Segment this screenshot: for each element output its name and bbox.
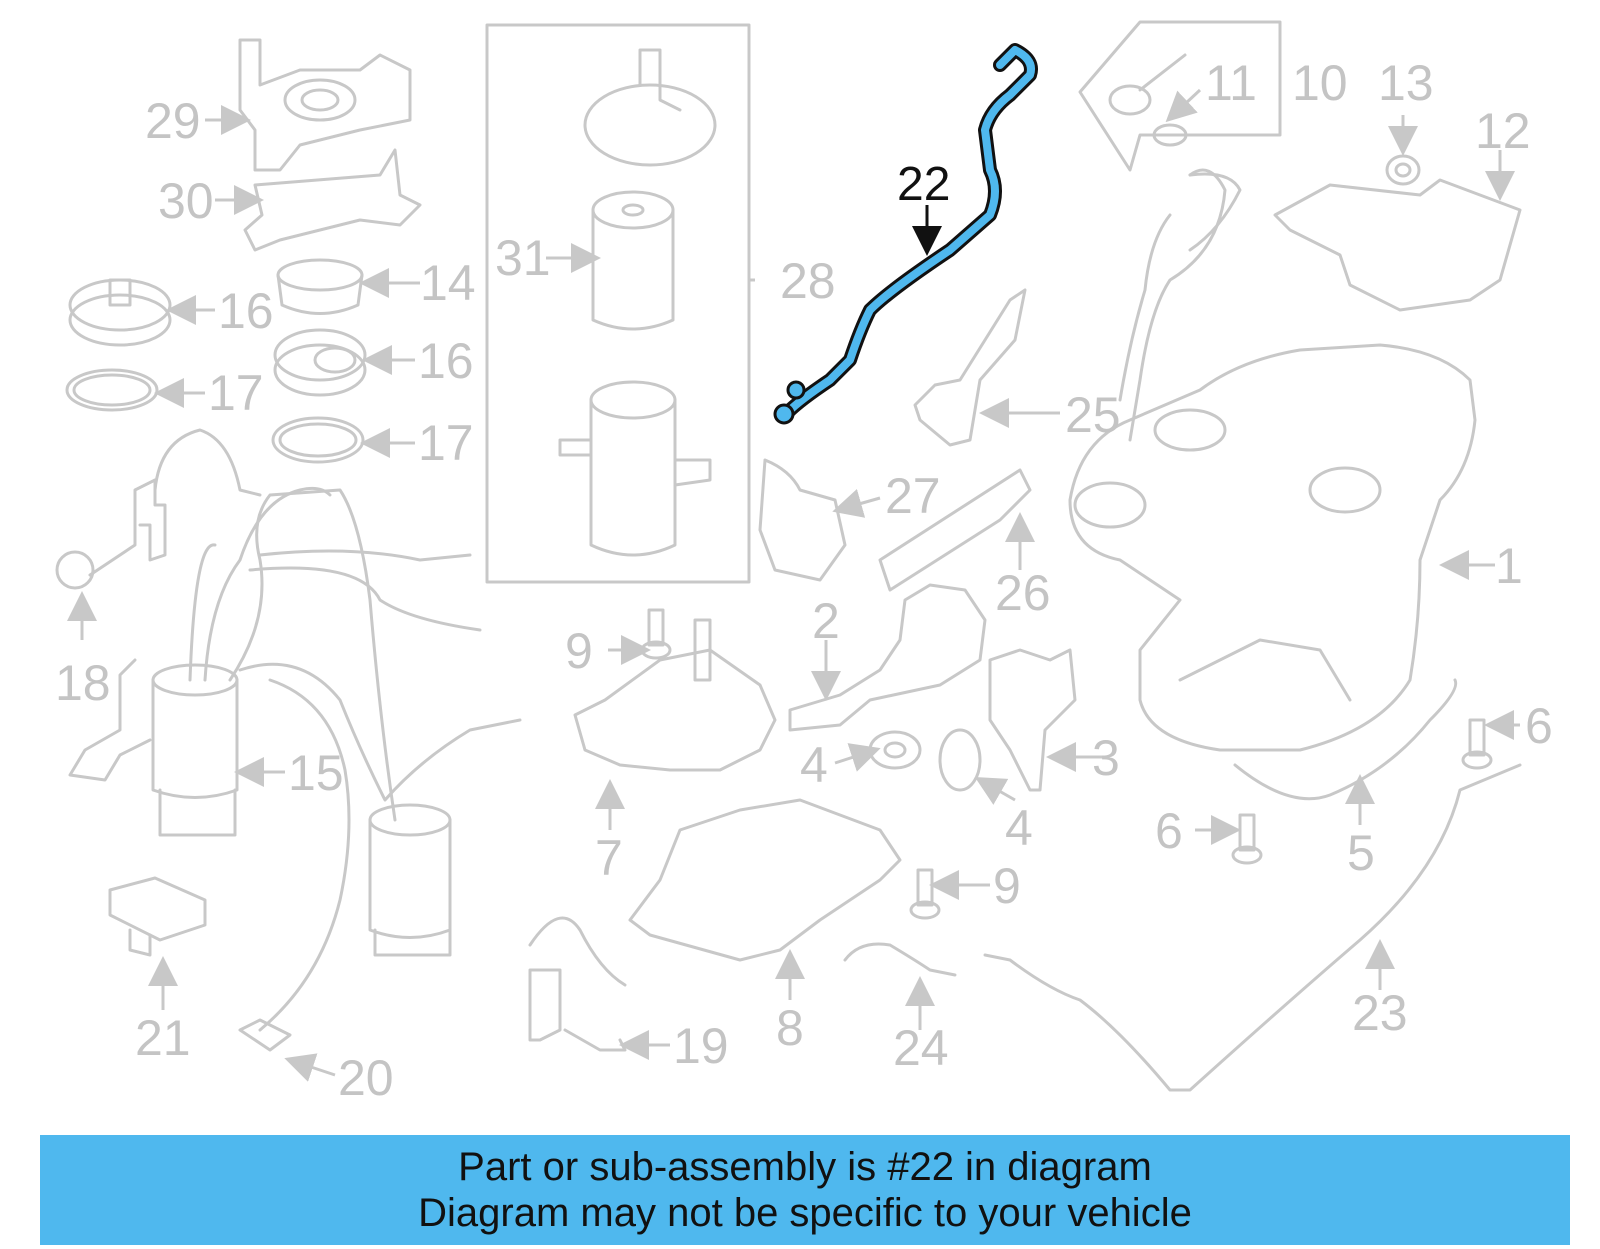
callout-17-right: 17	[418, 415, 474, 471]
banner-line-2: Diagram may not be specific to your vehi…	[418, 1191, 1192, 1235]
part-7-shield	[573, 648, 777, 772]
callout-7: 7	[595, 830, 623, 886]
filler-neck	[1118, 168, 1242, 442]
callout-24: 24	[893, 1020, 949, 1076]
callout-16-right: 16	[418, 333, 474, 389]
callout-19: 19	[673, 1018, 729, 1074]
part-3-bracket	[988, 648, 1077, 792]
callout-22: 22	[897, 158, 950, 211]
part-31-filter-cap	[583, 48, 717, 167]
fuel-hose-bundle	[188, 486, 522, 1032]
part-24-clip	[843, 942, 957, 977]
part-12-shield	[1273, 178, 1522, 312]
callout-18: 18	[55, 655, 111, 711]
part-7-pipe	[693, 618, 712, 682]
part-8-shield	[628, 798, 902, 962]
part-15-fuel-pump	[68, 658, 239, 837]
parts-diagram: 29 30 14 16 16 17 17 18 15 21 20 31 28 2…	[55, 20, 1553, 1106]
callout-6-upper: 6	[1525, 698, 1553, 754]
callout-4-right: 4	[1005, 800, 1033, 856]
part-2-shield	[788, 583, 987, 732]
callout-12: 12	[1475, 103, 1531, 159]
callout-25: 25	[1065, 387, 1121, 443]
callout-26: 26	[995, 565, 1051, 621]
part-20-connector	[238, 1018, 292, 1052]
part-22-fuel-line-highlighted	[773, 43, 1038, 425]
part-4-grommet	[868, 730, 922, 770]
gauge-box	[1078, 20, 1282, 172]
part-6-bolt-lower	[1231, 813, 1263, 865]
banner-line-1: Part or sub-assembly is #22 in diagram	[458, 1145, 1152, 1189]
part-27-shield	[758, 458, 847, 582]
callout-15: 15	[288, 745, 344, 801]
part-11-cap	[1108, 53, 1188, 147]
callout-31: 31	[495, 230, 551, 286]
callout-10: 10	[1292, 55, 1348, 111]
part-4-ring	[938, 728, 982, 792]
callout-6-lower: 6	[1155, 803, 1183, 859]
part-1-fuel-tank	[1068, 343, 1477, 752]
callout-3: 3	[1092, 730, 1120, 786]
callout-8: 8	[776, 1000, 804, 1056]
callout-9-upper: 9	[565, 623, 593, 679]
part-30-bracket	[243, 148, 422, 252]
callout-30: 30	[158, 173, 214, 229]
second-pump-unit	[368, 803, 452, 957]
callout-1: 1	[1495, 538, 1523, 594]
part-5-strap	[1233, 678, 1458, 801]
part-17-seal-right	[271, 416, 365, 464]
callout-4-left: 4	[800, 737, 828, 793]
callout-27: 27	[885, 468, 941, 524]
callout-16-left: 16	[218, 283, 274, 339]
callout-17-left: 17	[208, 365, 264, 421]
callout-21: 21	[135, 1010, 191, 1066]
callout-29: 29	[145, 93, 201, 149]
part-18-sender	[55, 428, 262, 590]
part-16-pump-cap-right	[273, 328, 367, 397]
filter-assembly-box	[485, 23, 751, 584]
info-banner: Part or sub-assembly is #22 in diagram D…	[40, 1135, 1570, 1245]
callout-28: 28	[780, 253, 836, 309]
callout-5: 5	[1347, 825, 1375, 881]
part-19-sensor	[528, 916, 627, 1052]
part-14-ring	[276, 258, 364, 315]
part-25-bracket	[913, 288, 1027, 447]
part-23-fuel-line	[983, 763, 1522, 1092]
leader-arrows	[67, 88, 1520, 1082]
part-6-bolt-upper	[1461, 718, 1493, 770]
part-26-rail	[878, 468, 1032, 592]
part-13-nut	[1385, 154, 1421, 186]
callout-14: 14	[420, 255, 476, 311]
part-17-seal-left	[65, 368, 159, 412]
filter-housing	[558, 380, 712, 557]
callout-20: 20	[338, 1050, 394, 1106]
callout-2: 2	[812, 593, 840, 649]
callout-13: 13	[1378, 55, 1434, 111]
part-16-pump-cap-left	[68, 278, 172, 347]
callout-11: 11	[1205, 55, 1257, 111]
part-9-bolt-lower	[909, 868, 941, 920]
part-9-bolt-upper	[640, 608, 672, 660]
part-31-filter-element	[591, 190, 675, 331]
callout-23: 23	[1352, 985, 1408, 1041]
callout-9-lower: 9	[993, 858, 1021, 914]
part-21-module	[108, 876, 207, 957]
part-29-bracket	[238, 38, 412, 172]
